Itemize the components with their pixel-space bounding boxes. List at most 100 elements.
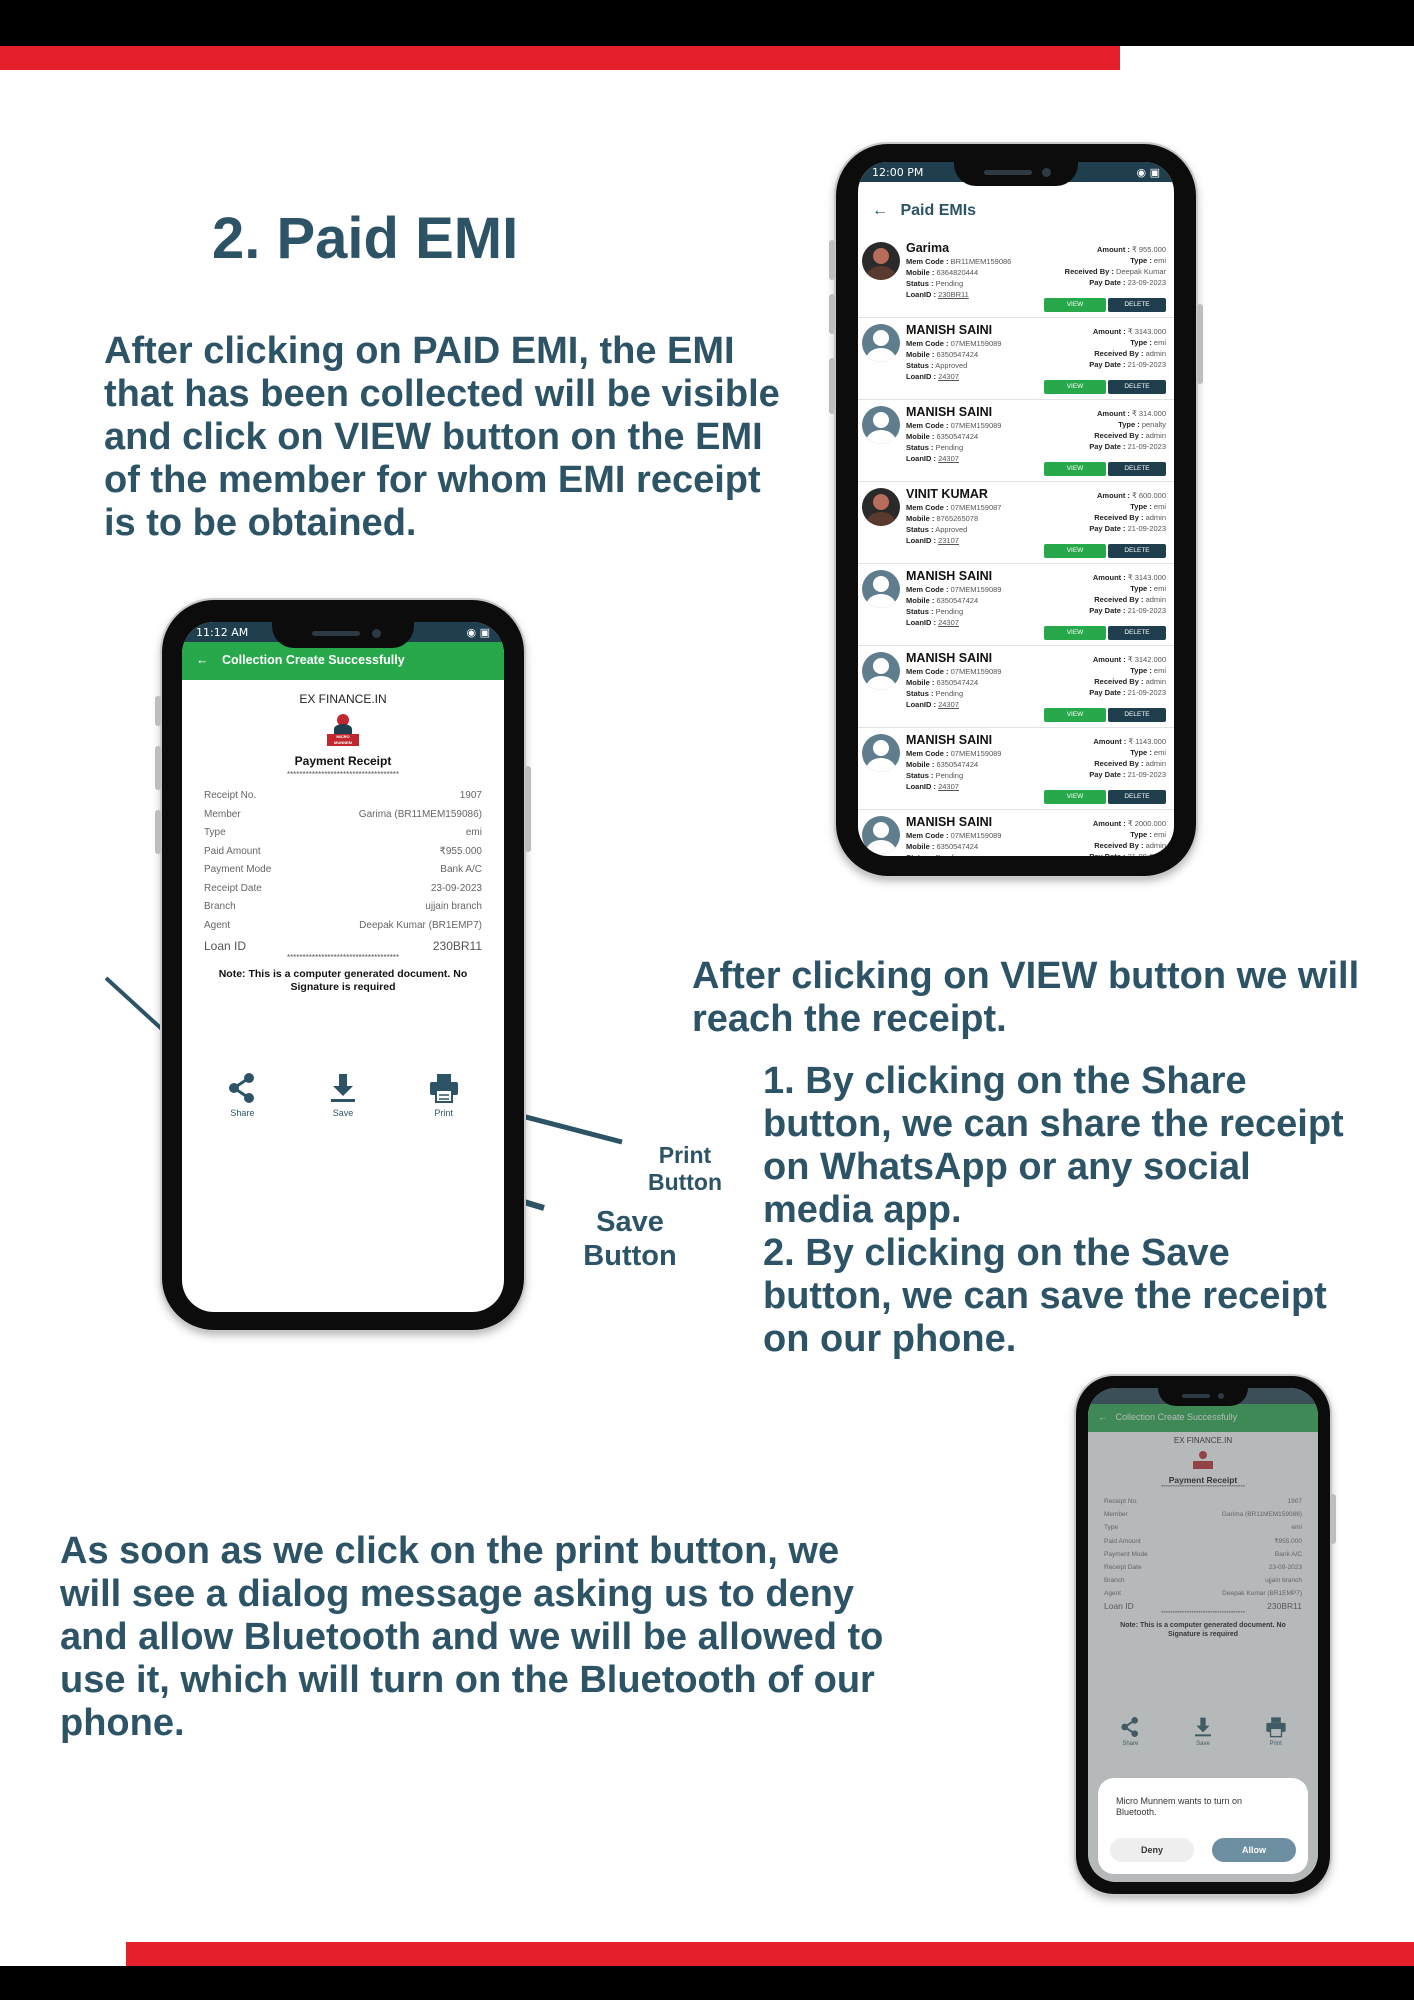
member-avatar — [862, 488, 900, 526]
receipt-row-label: Receipt Date — [1104, 1564, 1142, 1572]
delete-button[interactable]: DELETE — [1108, 298, 1166, 312]
view-button[interactable]: VIEW — [1044, 708, 1106, 722]
type-line: Type : emi — [1130, 666, 1166, 675]
print-instruction-text: As soon as we click on the print button,… — [60, 1530, 884, 1744]
loan-id-line[interactable]: LoanID : 230BR11 — [906, 290, 969, 299]
mobile-line: Mobile : 6350547424 — [906, 596, 979, 605]
pay-date-line: Pay Date : 21-09-2023 — [1089, 442, 1166, 451]
loan-id-line[interactable]: LoanID : 24307 — [906, 700, 959, 709]
share-icon — [1121, 1717, 1139, 1737]
view-button[interactable]: VIEW — [1044, 790, 1106, 804]
member-name: MANISH SAINI — [906, 323, 993, 337]
receipt-row-label: Agent — [1104, 1590, 1121, 1598]
member-name: MANISH SAINI — [906, 733, 993, 747]
back-arrow-icon[interactable]: ← — [872, 202, 888, 219]
view-button[interactable]: VIEW — [1044, 462, 1106, 476]
received-by-line: Received By : admin — [1094, 431, 1166, 440]
save-button[interactable]: Save — [1183, 1716, 1223, 1747]
view-button[interactable]: VIEW — [1044, 298, 1106, 312]
amount-line: Amount : ₹ 3143.000 — [1092, 327, 1166, 336]
member-name: Garima — [906, 241, 950, 255]
status-line: Status : Approved — [906, 361, 968, 370]
mem-code-line: Mem Code : 07MEM159089 — [906, 339, 1002, 348]
member-avatar — [862, 242, 900, 280]
receipt-actions: Share Save Print — [1088, 1716, 1318, 1747]
pay-date-line: Pay Date : 23-09-2023 — [1089, 278, 1166, 287]
print-button[interactable]: Print — [1256, 1716, 1296, 1747]
delete-button[interactable]: DELETE — [1108, 626, 1166, 640]
received-by-line: Received By : admin — [1094, 841, 1166, 850]
receipt-row-value: 23-09-2023 — [430, 882, 482, 894]
member-name: MANISH SAINI — [906, 405, 993, 419]
bluetooth-dialog-phone: ← Collection Create Successfully EX FINA… — [1076, 1376, 1336, 1894]
amount-line: Amount : ₹ 3142.000 — [1092, 655, 1166, 664]
loan-id-row: Loan ID 230BR11 — [1104, 1601, 1302, 1611]
receipt-row-label: Member — [204, 808, 241, 820]
receipt-row-value: emi — [1291, 1524, 1302, 1532]
delete-button[interactable]: DELETE — [1108, 380, 1166, 394]
save-button[interactable]: Save — [313, 1072, 373, 1118]
member-avatar — [862, 652, 900, 690]
print-button-callout: Print Button — [647, 1142, 723, 1195]
computer-generated-note: Note: This is a computer generated docum… — [218, 968, 468, 993]
computer-generated-note: Note: This is a computer generated docum… — [1120, 1621, 1286, 1638]
receipt-row-label: Payment Mode — [1104, 1550, 1148, 1558]
delete-button[interactable]: DELETE — [1108, 708, 1166, 722]
share-button[interactable]: Share — [1110, 1716, 1150, 1747]
receipt-body-small: EX FINANCE.IN Payment Receipt **********… — [1088, 1436, 1318, 1639]
allow-button[interactable]: Allow — [1212, 1838, 1296, 1862]
receipt-row-value: Deepak Kumar (BR1EMP7) — [1222, 1590, 1302, 1598]
receipt-row-value: emi — [465, 827, 482, 838]
loan-id-line[interactable]: LoanID : 24307 — [906, 618, 959, 627]
member-avatar — [862, 816, 900, 854]
page-title: 2. Paid EMI — [212, 206, 519, 271]
view-button[interactable]: VIEW — [1044, 544, 1106, 558]
loan-id-line[interactable]: LoanID : 23107 — [906, 536, 959, 545]
delete-button[interactable]: DELETE — [1108, 544, 1166, 558]
share-button[interactable]: Share — [212, 1072, 272, 1118]
receipt-row-label: Branch — [204, 901, 236, 912]
receipt-row-value: ₹955.000 — [439, 845, 482, 857]
member-avatar — [862, 570, 900, 608]
type-line: Type : emi — [1130, 584, 1166, 593]
loan-id-label: Loan ID — [204, 939, 247, 953]
loan-id-line[interactable]: LoanID : 24307 — [906, 782, 959, 791]
dialog-message: Micro Munnem wants to turn on Bluetooth. — [1116, 1796, 1243, 1817]
status-line: Status : Pending — [906, 689, 964, 698]
back-arrow-icon[interactable]: ← — [1098, 1412, 1107, 1422]
intro-text: After clicking on PAID EMI, the EMI that… — [104, 330, 780, 544]
delete-button[interactable]: DELETE — [1108, 462, 1166, 476]
mobile-line: Mobile : 6350547424 — [906, 760, 979, 769]
loan-id-line[interactable]: LoanID : 24307 — [906, 454, 959, 463]
receipt-row: Receipt No.1907 — [1104, 1495, 1302, 1508]
mem-code-line: Mem Code : 07MEM159089 — [906, 749, 1002, 758]
printer-icon — [1266, 1717, 1286, 1738]
deny-button[interactable]: Deny — [1110, 1838, 1194, 1862]
print-button[interactable]: Print — [414, 1072, 474, 1118]
view-button[interactable]: VIEW — [1044, 380, 1106, 394]
amount-line: Amount : ₹ 1143.000 — [1093, 737, 1166, 746]
view-button[interactable]: VIEW — [1044, 626, 1106, 640]
divider-stars: ************************************ — [1160, 1485, 1246, 1491]
member-name: MANISH SAINI — [906, 815, 993, 829]
receipt-row: Receipt No.1907 — [204, 787, 482, 806]
back-arrow-icon[interactable]: ← — [196, 653, 209, 667]
received-by-line: Received By : admin — [1094, 759, 1166, 768]
status-time: 11:12 AM — [196, 626, 249, 639]
receipt-body: EX FINANCE.IN MICRO MUNNEM Payment Recei… — [182, 688, 504, 994]
loan-id-line[interactable]: LoanID : 24307 — [906, 372, 959, 381]
receipt-row-label: Member — [1104, 1511, 1128, 1519]
delete-button[interactable]: DELETE — [1108, 790, 1166, 804]
